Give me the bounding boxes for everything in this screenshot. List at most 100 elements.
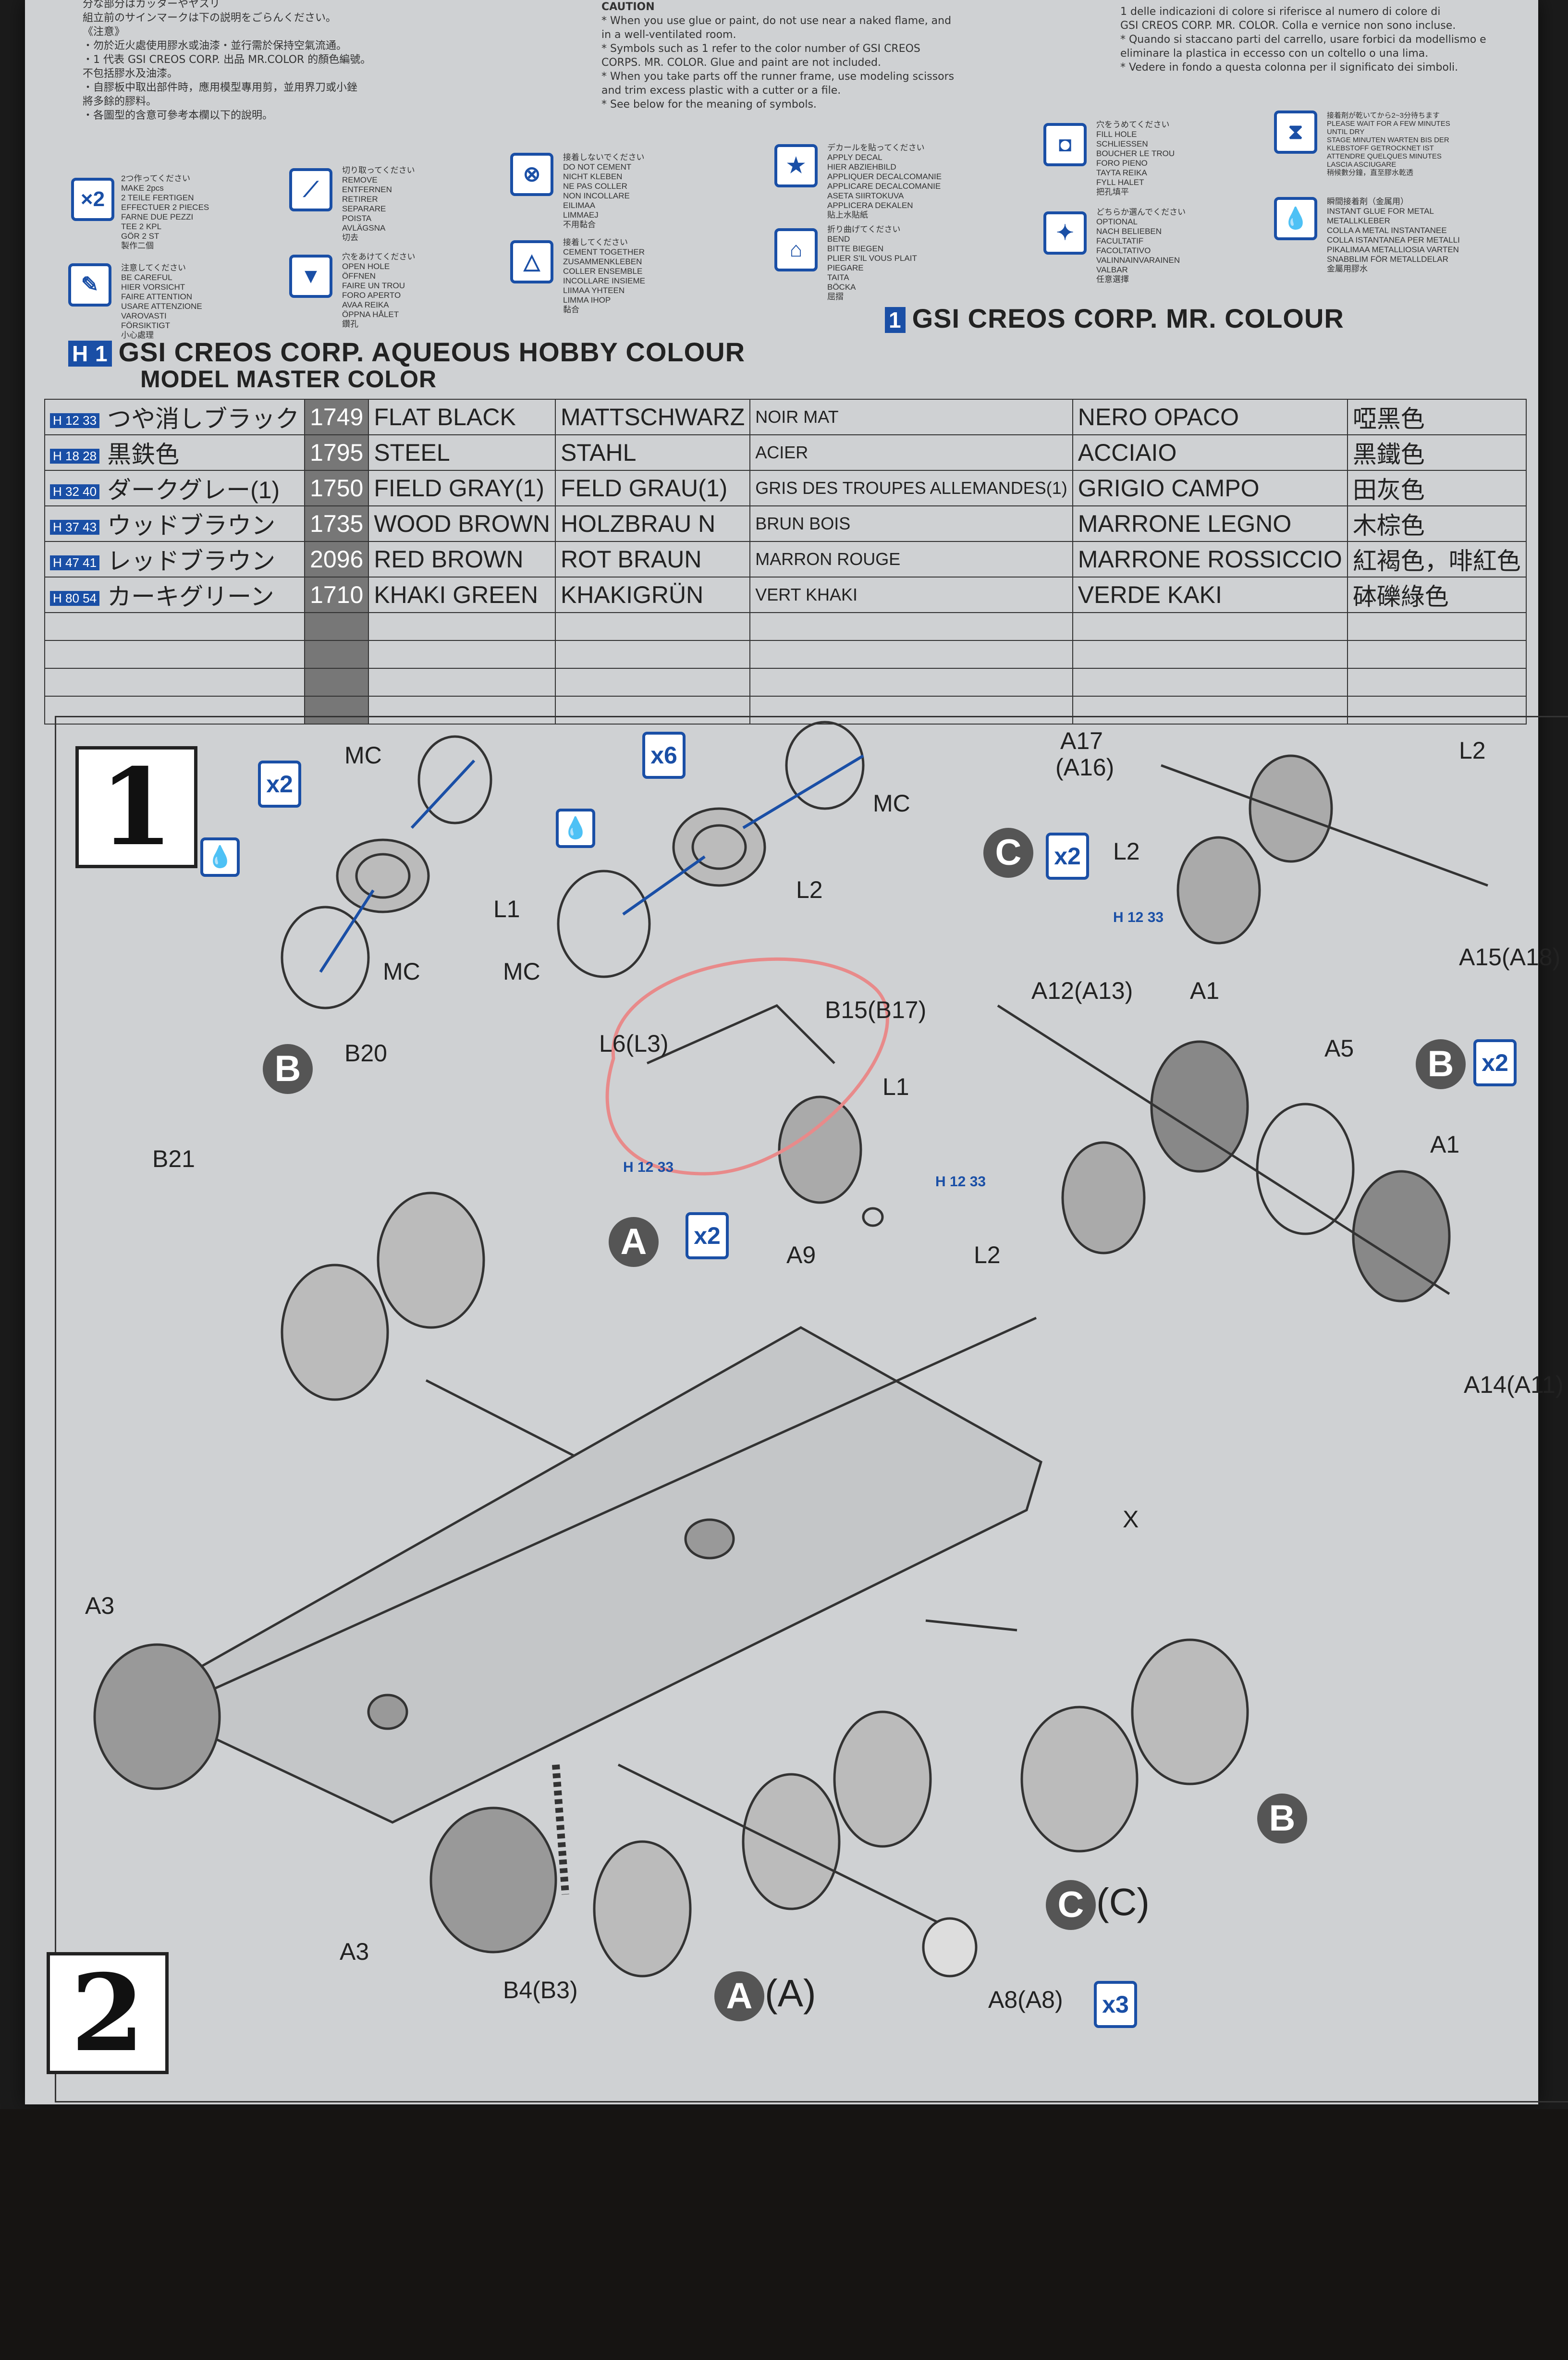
color-fr: GRIS DES TROUPES ALLEMANDES(1) xyxy=(749,470,1073,506)
empty-cell xyxy=(554,640,751,669)
color-row-empty xyxy=(44,612,1527,641)
color-zh: 黑鐵色 xyxy=(1347,434,1527,471)
empty-cell xyxy=(749,640,1073,669)
color-jp-text: 黒鉄色 xyxy=(107,441,180,468)
color-code: 2096 xyxy=(304,541,369,578)
part-label: A9 xyxy=(786,1241,816,1268)
color-en: FIELD GRAY(1) xyxy=(368,470,556,506)
part-label: A1 xyxy=(1430,1131,1460,1158)
paint-code: H 12 33 xyxy=(623,1159,674,1175)
empty-cell xyxy=(1072,668,1348,697)
part-label: A5 xyxy=(1324,1035,1354,1062)
assembly-letter: C xyxy=(1046,1880,1096,1930)
empty-cell xyxy=(1347,668,1527,697)
symbol-label: 折り曲げてください BEND BITTE BIEGEN PLIER S'IL V… xyxy=(827,225,917,301)
empty-cell xyxy=(554,668,751,697)
color-code: 1710 xyxy=(304,577,369,613)
empty-cell xyxy=(554,696,751,725)
metal-glue-icon: 💧 xyxy=(556,809,595,848)
assembly-letter-paren: (C) xyxy=(1096,1881,1150,1923)
part-label: L2 xyxy=(974,1241,1001,1268)
assembly-letter: A xyxy=(714,1971,764,2021)
color-de: KHAKIGRÜN xyxy=(554,577,751,613)
star-icon: ★ xyxy=(774,144,818,187)
part-label: A3 xyxy=(85,1592,115,1619)
color-en: STEEL xyxy=(368,434,556,471)
part-label: B4(B3) xyxy=(503,1977,578,2004)
empty-cell xyxy=(304,640,369,669)
symbol-label: 穴をあけてください OPEN HOLE ÖFFNEN FAIRE UN TROU… xyxy=(342,252,416,329)
color-de: MATTSCHWARZ xyxy=(554,399,751,435)
empty-cell xyxy=(304,612,369,641)
step-1-number: 1 xyxy=(75,746,197,868)
part-label: L2 xyxy=(1113,838,1140,865)
part-label: (A16) xyxy=(1055,754,1115,781)
paint-code: H 12 33 xyxy=(935,1174,986,1190)
empty-cell xyxy=(44,668,306,697)
part-label: MC xyxy=(344,742,382,769)
hobby-code: H 32 40 xyxy=(50,484,100,500)
part-label: MC xyxy=(383,958,420,985)
symbol-label: 接着しないでください DO NOT CEMENT NICHT KLEBEN NE… xyxy=(563,153,645,229)
color-jp-text: カーキグリーン xyxy=(107,583,274,610)
assembly-drawing xyxy=(93,721,1488,1978)
empty-cell xyxy=(304,668,369,697)
color-it: NERO OPACO xyxy=(1072,399,1348,435)
part-label: A15(A18) xyxy=(1459,944,1561,971)
hobby-code: H 80 54 xyxy=(50,591,100,606)
empty-cell xyxy=(44,612,306,641)
color-it: MARRONE ROSSICCIO xyxy=(1072,541,1348,578)
assembly-letter: A xyxy=(609,1217,659,1267)
open-hole-icon: ▼ xyxy=(289,255,332,298)
empty-cell xyxy=(368,696,556,725)
part-label: B20 xyxy=(344,1040,387,1067)
metal-glue-icon: 💧 xyxy=(200,837,240,877)
color-it: GRIGIO CAMPO xyxy=(1072,470,1348,506)
color-fr: ACIER xyxy=(749,434,1073,471)
x3-badge: x3 xyxy=(1094,1981,1137,2028)
color-name-jp: H 12 33 つや消しブラック xyxy=(44,399,306,435)
color-it: ACCIAIO xyxy=(1072,434,1348,471)
part-label: X xyxy=(1123,1506,1139,1533)
color-fr: MARRON ROUGE xyxy=(749,541,1073,578)
symbol-label: 注意してください BE CAREFUL HIER VORSICHT FAIRE … xyxy=(121,263,202,340)
color-fr: NOIR MAT xyxy=(749,399,1073,435)
symbol-label: 接着剤が乾いてから2~3分待ちます PLEASE WAIT FOR A FEW … xyxy=(1327,111,1450,177)
empty-cell xyxy=(304,696,369,725)
part-label: L2 xyxy=(796,876,823,903)
jp-instructions: 分な部分はカッターやヤスリ 組立前のサインマークは下の説明をごらんください。 《… xyxy=(83,0,371,122)
color-zh: 田灰色 xyxy=(1347,470,1527,506)
color-en: WOOD BROWN xyxy=(368,505,556,542)
part-label: B15(B17) xyxy=(825,996,927,1023)
symbol-label: どちらか選んでください OPTIONAL NACH BELIEBEN FACUL… xyxy=(1096,208,1186,284)
assembly-letter: B xyxy=(1257,1794,1307,1844)
symbol-label: 2つ作ってください MAKE 2pcs 2 TEILE FERTIGEN EFF… xyxy=(121,174,209,250)
optional-icon: ✦ xyxy=(1043,211,1087,255)
color-row-empty xyxy=(44,668,1527,697)
symbol-label: デカールを貼ってください APPLY DECAL HIER ABZIEHBILD… xyxy=(827,143,942,220)
it-instructions: 1 delle indicazioni di colore si riferis… xyxy=(1120,6,1486,74)
symbol-label: 接着してください CEMENT TOGETHER ZUSAMMENKLEBEN … xyxy=(563,238,645,314)
part-label: L1 xyxy=(882,1073,909,1100)
hobby-code: H 12 33 xyxy=(50,413,100,429)
glue-icon: △ xyxy=(510,240,553,283)
fill-hole-icon: ◘ xyxy=(1043,123,1087,166)
empty-cell xyxy=(749,612,1073,641)
x2-icon: ×2 xyxy=(71,178,114,221)
part-label: MC xyxy=(873,790,910,817)
part-label: L2 xyxy=(1459,737,1486,764)
x2-badge: x2 xyxy=(1046,833,1089,880)
color-jp-text: つや消しブラック xyxy=(107,406,300,432)
color-code: 1795 xyxy=(304,434,369,471)
empty-cell xyxy=(368,668,556,697)
color-jp-text: ウッドブラウン xyxy=(107,512,276,539)
assembly-diagram: 1 2 x2 x6 x2 x2 x2 x3 💧 💧 C B A B B C (C… xyxy=(47,716,1568,2102)
color-name-jp: H 80 54 カーキグリーン xyxy=(44,577,306,613)
part-label: A8(A8) xyxy=(988,1986,1063,2013)
